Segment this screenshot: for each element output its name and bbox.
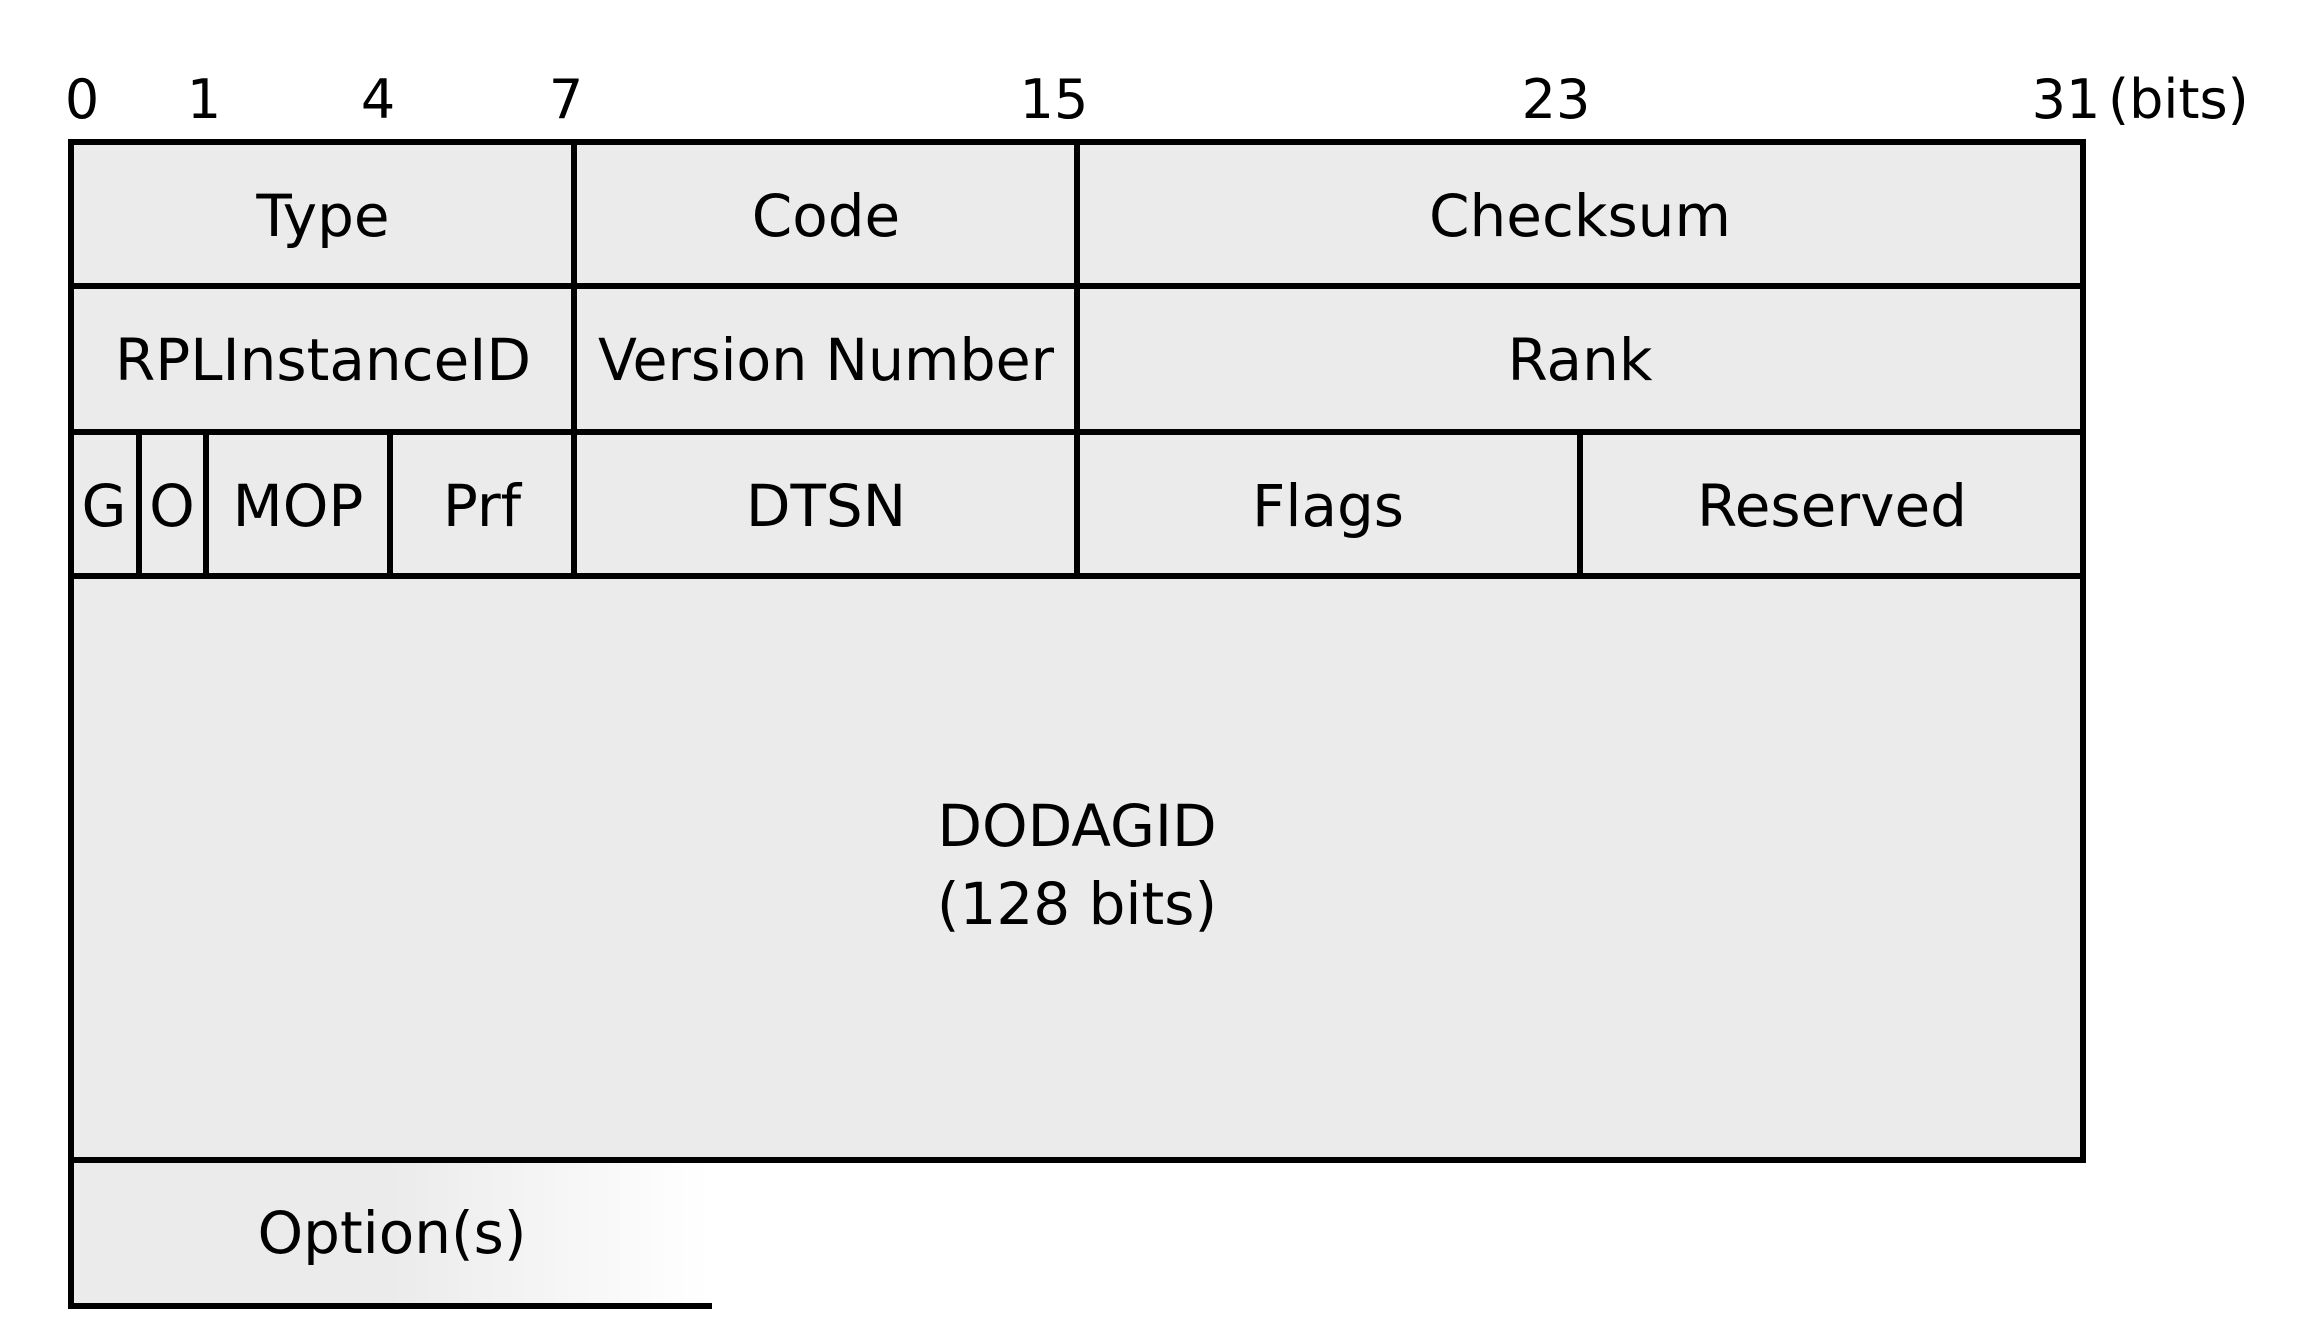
field-reserved: Reserved: [1697, 472, 1967, 540]
field-mop: MOP: [233, 472, 364, 540]
field-rank: Rank: [1508, 326, 1653, 394]
field-code: Code: [752, 182, 900, 250]
field-borders: [68, 139, 2086, 1309]
bit-unit-label: (bits): [2108, 68, 2249, 131]
field-rplinstanceid: RPLInstanceID: [115, 326, 531, 394]
field-g: G: [82, 472, 127, 540]
bit-tick-0: 0: [65, 68, 99, 131]
field-flags: Flags: [1252, 472, 1404, 540]
bit-tick-4: 4: [361, 68, 395, 131]
field-type: Type: [255, 182, 389, 250]
field-version-number: Version Number: [598, 326, 1054, 394]
bit-tick-23: 23: [1522, 68, 1591, 131]
field-labels: Type Code Checksum RPLInstanceID Version…: [82, 182, 1967, 1267]
bit-tick-31: 31: [2032, 68, 2101, 131]
bit-tick-1: 1: [187, 68, 221, 131]
field-dodagid-size: (128 bits): [937, 870, 1217, 938]
bit-ruler: 0 1 4 7 15 23 31 (bits): [65, 68, 2249, 131]
bit-tick-7: 7: [549, 68, 583, 131]
field-checksum: Checksum: [1429, 182, 1731, 250]
field-dtsn: DTSN: [746, 472, 906, 540]
field-prf: Prf: [443, 472, 523, 540]
bit-tick-15: 15: [1020, 68, 1089, 131]
field-o: O: [149, 472, 195, 540]
field-options: Option(s): [257, 1199, 526, 1267]
options-fill: [71, 1160, 709, 1306]
field-dodagid: DODAGID: [937, 792, 1216, 860]
